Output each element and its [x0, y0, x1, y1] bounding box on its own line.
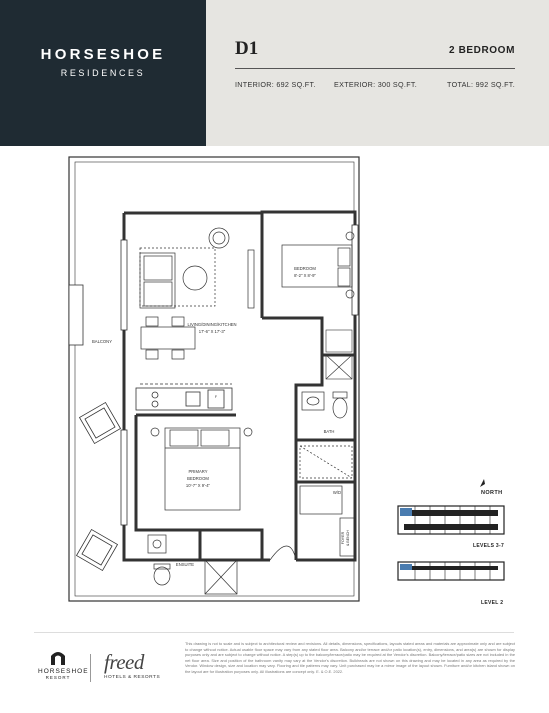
- unit-highlight: [400, 508, 412, 516]
- sofa: [139, 247, 216, 309]
- foyer-label-2: & BENCH: [346, 530, 350, 546]
- floor-plan: LIVING/DINING/KITCHEN 17'-6" X 17'-3" BE…: [68, 156, 360, 602]
- freed-logo-sub: HOTELS & RESORTS: [104, 675, 161, 680]
- primary-label-1: PRIMARY: [188, 469, 207, 474]
- tv-unit: [247, 249, 255, 309]
- level-label-1: LEVELS 3-7: [473, 543, 505, 549]
- header-divider: [235, 68, 515, 69]
- bedroom-type: 2 BEDROOM: [449, 45, 515, 56]
- dining-set: [140, 316, 196, 360]
- horseshoe-resort-logo: HORSESHOE RESORT: [38, 650, 89, 680]
- primary-label-2: BEDROOM: [187, 476, 209, 481]
- bedroom-bed: [281, 231, 355, 299]
- unit-walls: [122, 210, 357, 562]
- key-plan: [397, 505, 505, 581]
- footer-divider: [34, 632, 514, 633]
- exterior-area: EXTERIOR: 300 SQ.FT.: [334, 80, 418, 89]
- header-info-panel: [206, 0, 549, 146]
- ensuite-label: ENSUITE: [176, 562, 194, 567]
- balcony-label: BALCONY: [92, 339, 112, 344]
- freed-logo: freed HOTELS & RESORTS: [104, 650, 160, 680]
- room-labels: LIVING/DINING/KITCHEN 17'-6" X 17'-3" BE…: [92, 266, 350, 567]
- closet: [325, 329, 353, 380]
- brand-name: HORSESHOE: [40, 46, 166, 63]
- north-arrow-icon: [480, 479, 485, 487]
- bedroom-label: BEDROOM: [294, 266, 316, 271]
- armchair: [208, 227, 230, 249]
- primary-dims: 10'-7" X 9'-4": [186, 483, 211, 488]
- ensuite-fixtures: [147, 534, 297, 595]
- bath-label: BATH: [324, 429, 335, 434]
- primary-bed: [150, 427, 253, 511]
- wd-label: W/D: [333, 490, 341, 495]
- total-area: TOTAL: 992 SQ.FT.: [447, 80, 515, 89]
- living-label: LIVING/DINING/KITCHEN: [187, 322, 236, 327]
- unit-name: D1: [235, 38, 259, 59]
- unit-highlight-2: [400, 564, 412, 570]
- balcony-outline: [68, 156, 360, 602]
- kitchen-counter: [135, 383, 233, 411]
- horseshoe-logo-name: HORSESHOE: [38, 668, 89, 675]
- balcony-chairs: [75, 401, 122, 572]
- interior-area: INTERIOR: 692 SQ.FT.: [235, 80, 316, 89]
- living-dims: 17'-6" X 17'-3": [199, 329, 226, 334]
- foyer-label-1: FOYER: [341, 531, 345, 544]
- bedroom-dims: 8'-2" X 8'-9": [294, 273, 316, 278]
- north-label: NORTH: [481, 490, 503, 496]
- horseshoe-logo-sub: RESORT: [45, 675, 71, 680]
- brand-subtitle: RESIDENCES: [60, 68, 146, 78]
- horseshoe-emblem-icon: [51, 652, 65, 665]
- level-label-2: LEVEL 2: [481, 600, 504, 606]
- logo-divider: [90, 654, 91, 682]
- freed-logo-word: freed: [104, 650, 144, 674]
- bath-fixtures: [299, 391, 355, 557]
- fridge-label: F: [215, 395, 218, 399]
- legal-disclaimer: This drawing is not to scale and is subj…: [185, 641, 515, 674]
- header-brand-panel: HORSESHOE RESIDENCES: [0, 0, 206, 146]
